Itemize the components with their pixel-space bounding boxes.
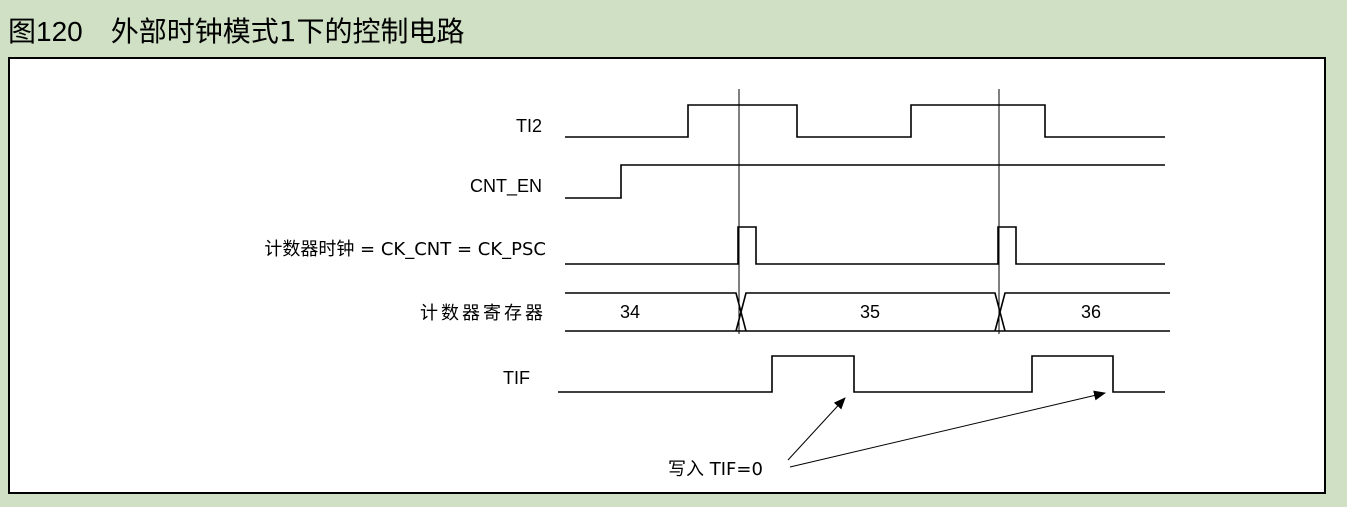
counter-value-34: 34	[620, 302, 640, 322]
label-ti2: TI2	[516, 116, 542, 136]
waveform-ti2	[565, 104, 1165, 138]
waveform-cnt-en	[565, 164, 1165, 199]
label-counter-clock: 计数器时钟 = CK_CNT = CK_PSC	[264, 239, 546, 260]
arrow-clear-tif-1	[787, 397, 846, 461]
timing-diagram-frame: TI2 CNT_EN 计数器时钟 = CK_CNT = CK_PSC 计数器寄存…	[8, 57, 1326, 494]
label-tif: TIF	[503, 368, 530, 388]
counter-value-36: 36	[1081, 302, 1101, 322]
figure-number: 图120	[8, 16, 83, 47]
figure-caption: 外部时钟模式1下的控制电路	[110, 15, 465, 48]
timing-diagram: TI2 CNT_EN 计数器时钟 = CK_CNT = CK_PSC 计数器寄存…	[264, 89, 1170, 480]
counter-value-35: 35	[860, 302, 880, 322]
waveform-counter-clock	[565, 226, 1165, 265]
figure-title: 图120 外部时钟模式1下的控制电路	[8, 10, 465, 50]
waveform-tif	[558, 355, 1165, 393]
waveform-counter-register	[565, 292, 1170, 332]
label-cnt-en: CNT_EN	[470, 176, 542, 197]
annotation-clear-tif: 写入 TIF=0	[668, 459, 763, 480]
arrow-clear-tif-2	[789, 390, 1106, 468]
label-counter-register: 计数器寄存器	[420, 303, 546, 324]
